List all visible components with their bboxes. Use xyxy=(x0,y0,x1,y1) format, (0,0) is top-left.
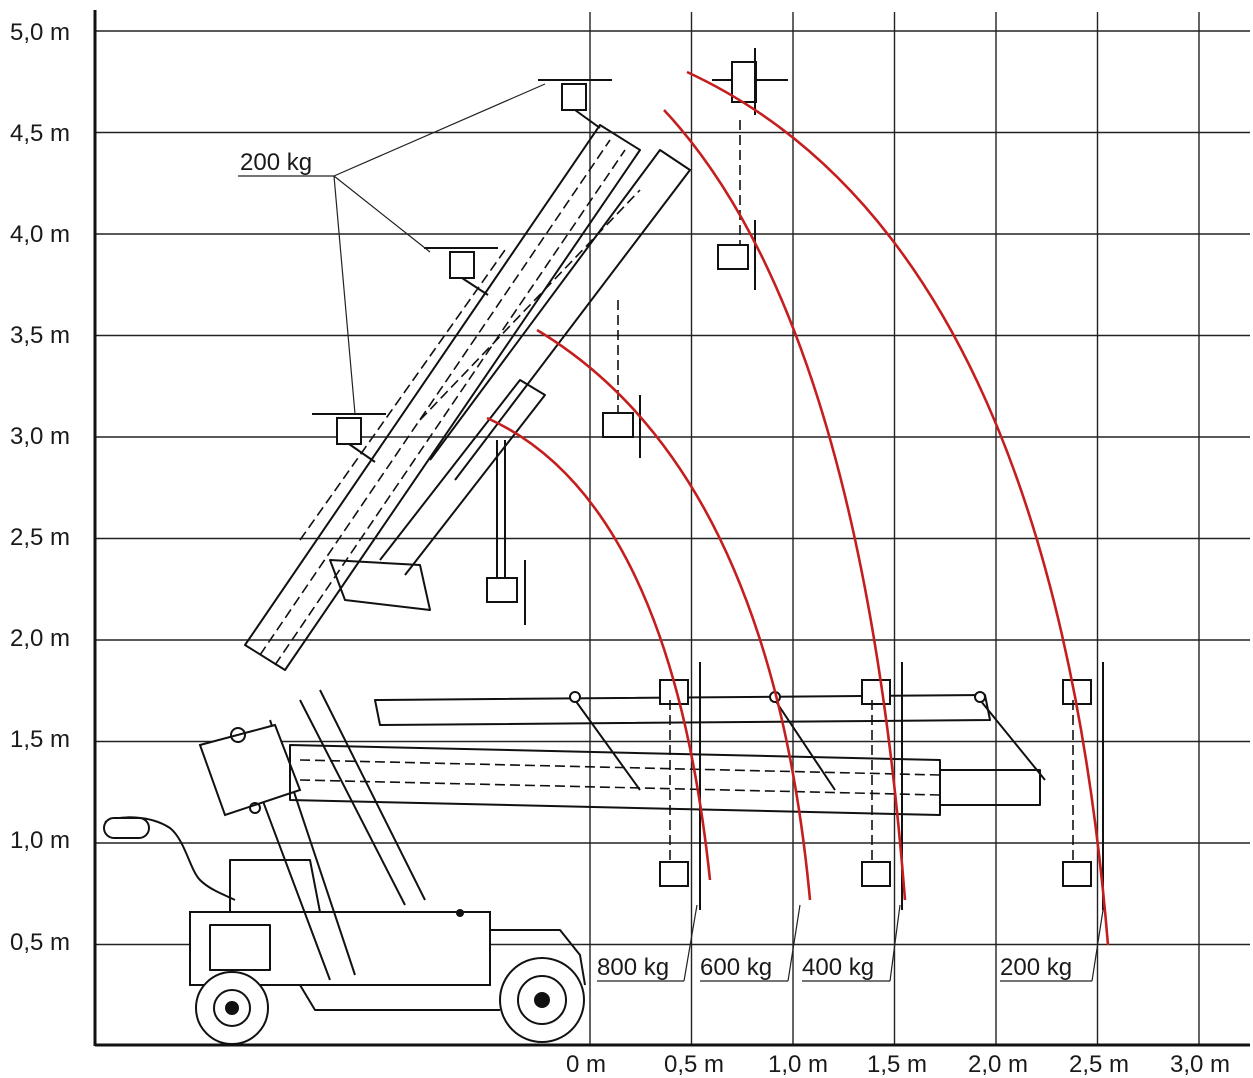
suction-plate-vertical-1 xyxy=(717,120,756,290)
chassis-skirt xyxy=(299,984,500,1011)
lift-cylinder xyxy=(299,689,426,906)
suction-plate-top-1 xyxy=(538,79,612,129)
chassis-body xyxy=(189,911,491,986)
x-label-3-0: 3,0 m xyxy=(1170,1051,1230,1078)
x-label-0: 0 m xyxy=(566,1051,606,1078)
front-fender xyxy=(490,929,586,986)
boom-horizontal-upper xyxy=(374,694,991,726)
suction-plate-top-2 xyxy=(424,247,498,296)
load-label-800kg: 800 kg xyxy=(597,954,669,981)
y-label-3-0: 3,0 m xyxy=(10,423,70,450)
load-curve-800kg xyxy=(486,416,712,881)
y-label-4-0: 4,0 m xyxy=(10,221,70,248)
y-label-2-5: 2,5 m xyxy=(10,524,70,551)
load-label-600kg: 600 kg xyxy=(700,954,772,981)
y-label-1-0: 1,0 m xyxy=(10,827,70,854)
chassis-tower xyxy=(229,859,321,913)
boom-collar xyxy=(329,559,431,611)
y-label-0-5: 0,5 m xyxy=(10,929,70,956)
handle-grip xyxy=(103,817,150,839)
x-label-0-5: 0,5 m xyxy=(664,1051,724,1078)
boom-horizontal-body xyxy=(289,744,941,816)
vertical-gridlines xyxy=(589,12,1200,1045)
battery-box xyxy=(209,924,271,971)
horizontal-gridlines xyxy=(95,30,1250,946)
load-curve-400kg xyxy=(663,109,907,901)
suction-plate-top-3 xyxy=(312,413,386,463)
grid xyxy=(93,10,1250,1047)
y-label-5-0: 5,0 m xyxy=(10,19,70,46)
wheel-icon xyxy=(195,957,585,1045)
load-labels: 200 kg 800 kg 600 kg 400 kg 200 kg xyxy=(238,83,1104,982)
x-axis-labels: 0 m 0,5 m 1,0 m 1,5 m 2,0 m 2,5 m 3,0 m xyxy=(566,1051,1230,1078)
crane-vehicle-icon xyxy=(103,124,1046,1045)
y-axis-labels: 5,0 m 4,5 m 4,0 m 3,5 m 3,0 m 2,5 m 2,0 … xyxy=(10,19,70,956)
boom-outer-section xyxy=(244,124,641,671)
x-label-1-5: 1,5 m xyxy=(867,1051,927,1078)
suction-plate-vertical-3 xyxy=(486,560,526,625)
load-label-200kg: 200 kg xyxy=(1000,954,1072,981)
x-label-1-0: 1,0 m xyxy=(768,1051,828,1078)
y-label-2-0: 2,0 m xyxy=(10,625,70,652)
y-label-1-5: 1,5 m xyxy=(10,726,70,753)
load-curves xyxy=(486,70,1110,946)
suction-plates-lowered xyxy=(659,662,1104,910)
top-load-label: 200 kg xyxy=(240,149,312,176)
chassis-bolt xyxy=(456,909,464,917)
x-label-2-0: 2,0 m xyxy=(968,1051,1028,1078)
y-label-3-5: 3,5 m xyxy=(10,322,70,349)
suction-plate-top-4 xyxy=(712,48,788,115)
load-curve-200kg xyxy=(686,70,1110,946)
vertical-hanger xyxy=(496,440,506,590)
suction-plate-vertical-2 xyxy=(602,300,641,458)
horizontal-boom xyxy=(289,691,1046,816)
load-curve-600kg xyxy=(536,328,812,901)
top-load-leaders xyxy=(333,83,546,415)
load-label-400kg: 400 kg xyxy=(802,954,874,981)
vacuum-lifter-icon xyxy=(312,48,1104,910)
y-label-4-5: 4,5 m xyxy=(10,120,70,147)
x-label-2-5: 2,5 m xyxy=(1069,1051,1129,1078)
boom-pivot-housing xyxy=(198,723,302,817)
raised-boom xyxy=(244,124,691,671)
